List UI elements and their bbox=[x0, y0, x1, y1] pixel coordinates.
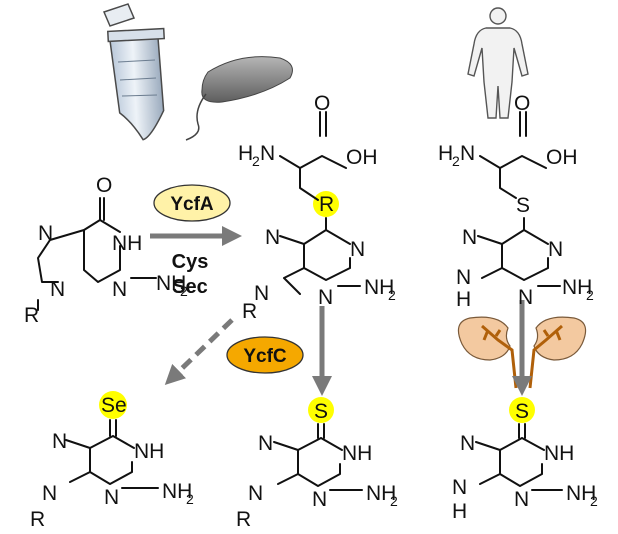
atom-h: H bbox=[456, 288, 471, 311]
svg-text:2: 2 bbox=[452, 153, 460, 169]
kidneys-icon bbox=[457, 316, 587, 389]
atom-o: O bbox=[314, 92, 330, 115]
atom-r-linker: R bbox=[319, 193, 334, 216]
atom-n-9: N bbox=[248, 482, 263, 505]
reaction-arrows bbox=[150, 226, 532, 396]
s-highlight-right bbox=[509, 397, 535, 423]
atom-n-3: N bbox=[518, 286, 533, 309]
svg-text:2: 2 bbox=[186, 491, 194, 507]
atom-n-7: N bbox=[52, 430, 67, 453]
atom-o: O bbox=[514, 92, 530, 115]
atom-n-9: N bbox=[42, 482, 57, 505]
atom-n: N bbox=[38, 222, 53, 245]
svg-text:2: 2 bbox=[180, 283, 188, 299]
atom-nh: NH bbox=[342, 442, 372, 465]
atom-n-7: N bbox=[265, 226, 280, 249]
atom-r: R bbox=[24, 304, 39, 327]
atom-n-1: N bbox=[350, 238, 365, 261]
thioguanine-riboside-structure: S NH N N N NH2 R bbox=[236, 400, 398, 531]
svg-text:H: H bbox=[238, 142, 253, 165]
se-highlight-left bbox=[99, 391, 127, 419]
atom-oh: OH bbox=[346, 146, 378, 169]
bacterium-icon bbox=[185, 56, 293, 141]
human-body-icon bbox=[467, 7, 529, 119]
r-highlight bbox=[313, 191, 339, 217]
se-conversion-arrow bbox=[164, 318, 234, 385]
amine-group: NH2 bbox=[364, 276, 396, 303]
atom-n-3: N bbox=[514, 488, 529, 511]
atom-n-7: N bbox=[460, 432, 475, 455]
svg-text:NH: NH bbox=[156, 272, 186, 295]
atom-n-9: N bbox=[254, 282, 269, 305]
atom-r: R bbox=[30, 508, 45, 531]
guanine-structure: O NH N N N NH2 R bbox=[24, 174, 188, 327]
atom-n-3: N bbox=[312, 488, 327, 511]
amine-group: NH2 bbox=[566, 482, 598, 509]
atom-r: R bbox=[242, 300, 257, 323]
atom-oh: OH bbox=[546, 146, 578, 169]
amine-group: NH2 bbox=[162, 480, 194, 507]
atom-s: S bbox=[516, 194, 530, 217]
svg-text:N: N bbox=[460, 142, 475, 165]
amine-group: NH2 bbox=[366, 482, 398, 509]
svg-text:2: 2 bbox=[252, 153, 260, 169]
atom-nh: NH bbox=[544, 442, 574, 465]
atom-n-9: N bbox=[452, 476, 467, 499]
svg-text:N: N bbox=[260, 142, 275, 165]
atom-n-3: N bbox=[318, 286, 333, 309]
svg-text:NH: NH bbox=[566, 482, 596, 505]
svg-text:NH: NH bbox=[364, 276, 394, 299]
atom-n-3: N bbox=[112, 278, 127, 301]
atom-se: Se bbox=[101, 394, 127, 417]
atom-nh: NH bbox=[112, 232, 142, 255]
atom-n-3: N bbox=[104, 486, 119, 509]
atom-n-1: N bbox=[548, 238, 563, 261]
svg-text:2: 2 bbox=[590, 493, 598, 509]
svg-text:NH: NH bbox=[366, 482, 396, 505]
condition-sec: Sec bbox=[172, 276, 208, 298]
ycfa-label: YcfA bbox=[170, 194, 214, 215]
ycfc-enzyme: YcfC bbox=[226, 336, 304, 374]
microcentrifuge-tube-icon bbox=[102, 3, 166, 141]
s-highlight-middle bbox=[308, 397, 334, 423]
svg-text:NH: NH bbox=[562, 276, 592, 299]
svg-text:2: 2 bbox=[586, 287, 594, 303]
atom-s: S bbox=[515, 400, 529, 423]
svg-text:2: 2 bbox=[388, 287, 396, 303]
svg-text:NH: NH bbox=[162, 480, 192, 503]
atom-r: R bbox=[236, 508, 251, 531]
condition-cys: Cys bbox=[172, 251, 209, 273]
selenoguanine-structure: Se NH N N N NH2 R bbox=[30, 394, 194, 531]
amine-group: NH2 bbox=[562, 276, 594, 303]
atom-nh: NH bbox=[134, 440, 164, 463]
svg-text:H: H bbox=[438, 142, 453, 165]
atom-s: S bbox=[314, 400, 328, 423]
atom-n-9: N bbox=[50, 278, 65, 301]
ycfc-label: YcfC bbox=[243, 346, 287, 367]
atom-h: H bbox=[452, 500, 467, 523]
svg-text:2: 2 bbox=[390, 493, 398, 509]
amine-group: NH2 bbox=[156, 272, 188, 299]
ycfa-enzyme: YcfA bbox=[153, 184, 231, 222]
atom-n-9: N bbox=[456, 266, 471, 289]
atom-n-7: N bbox=[258, 432, 273, 455]
thioguanine-structure: S NH N N H N NH2 bbox=[452, 400, 598, 523]
atom-n-7: N bbox=[462, 226, 477, 249]
atom-o: O bbox=[96, 174, 112, 197]
